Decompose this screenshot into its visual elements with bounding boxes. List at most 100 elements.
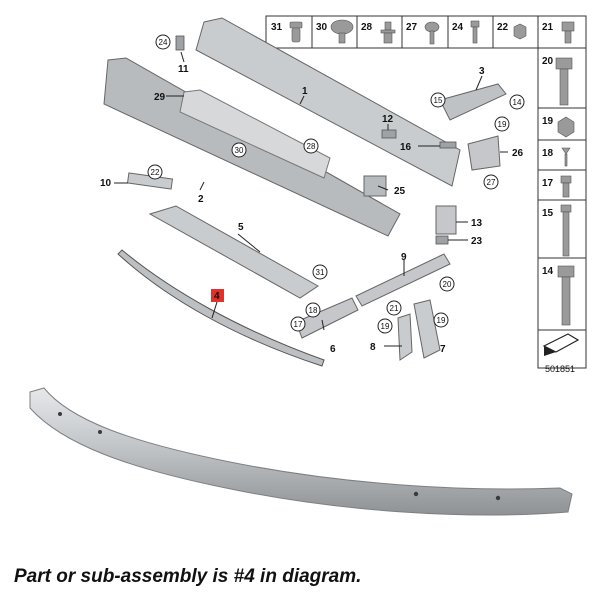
callout-26: 26: [512, 148, 524, 159]
diagram-number: 501851: [545, 364, 575, 374]
svg-text:27: 27: [487, 178, 496, 187]
bolt-21-icon: [561, 21, 575, 44]
circled-callout-27: 27: [483, 174, 499, 190]
svg-text:31: 31: [316, 268, 325, 277]
legend-label-30: 30: [316, 22, 328, 33]
callout-23: 23: [471, 236, 483, 247]
circled-callout-30: 30: [231, 142, 247, 158]
parts-diagram: 31 30 28 27 24 22 21 20 19 18 17 15 14: [100, 15, 587, 374]
svg-text:15: 15: [434, 96, 443, 105]
bolt-17-icon: [560, 175, 572, 198]
callout-10: 10: [100, 178, 112, 189]
callout-8: 8: [370, 342, 376, 353]
callout-11: 11: [178, 64, 189, 75]
legend-label-28: 28: [361, 22, 373, 33]
callout-29: 29: [154, 92, 166, 103]
callout-2: 2: [198, 194, 204, 205]
circled-callout-24: 24: [155, 34, 171, 50]
legend-label-19: 19: [542, 116, 554, 127]
part-9-rail: [355, 253, 451, 307]
callout-5: 5: [238, 222, 244, 233]
callout-9: 9: [401, 252, 407, 263]
circled-callout-22: 22: [147, 164, 163, 180]
circled-callout-19-a: 19: [494, 116, 510, 132]
bolt-20-icon: [555, 57, 573, 106]
part-11-clip: [175, 35, 185, 51]
nut-19-icon: [557, 116, 575, 138]
callout-7: 7: [440, 344, 446, 355]
rivet-30-icon: [330, 19, 354, 44]
circled-callout-15: 15: [430, 92, 446, 108]
svg-text:14: 14: [513, 98, 522, 107]
circled-callout-20: 20: [439, 276, 455, 292]
svg-text:18: 18: [309, 306, 318, 315]
callout-16: 16: [400, 142, 412, 153]
circled-callout-14: 14: [509, 94, 525, 110]
part-6-bracket: [295, 297, 359, 339]
legend-label-15: 15: [542, 208, 554, 219]
clip-31-icon: [289, 21, 303, 43]
callout-4-highlight: [211, 289, 224, 302]
svg-text:17: 17: [294, 320, 303, 329]
svg-text:30: 30: [235, 146, 244, 155]
part-2-absorber: [103, 57, 401, 237]
circled-callout-17: 17: [290, 316, 306, 332]
callout-3: 3: [479, 66, 485, 77]
svg-text:19: 19: [498, 120, 507, 129]
part-25-block: [363, 175, 387, 197]
svg-text:28: 28: [307, 142, 316, 151]
part-4-strip: [117, 249, 325, 367]
screw-24-icon: [470, 20, 480, 44]
direction-arrow-icon: [542, 333, 580, 356]
legend-label-22: 22: [497, 22, 509, 33]
callout-25: 25: [394, 186, 406, 197]
callout-12: 12: [382, 114, 394, 125]
part-5-rod: [148, 205, 319, 299]
svg-text:19: 19: [437, 316, 446, 325]
circled-callout-19-b: 19: [377, 318, 393, 334]
bolt-14-icon: [557, 265, 575, 326]
part-8-bracket: [397, 313, 413, 361]
callout-13: 13: [471, 218, 483, 229]
circled-callout-31: 31: [312, 264, 328, 280]
svg-text:19: 19: [381, 322, 390, 331]
mounting-holes: [58, 412, 501, 501]
part-7-bracket: [413, 299, 441, 359]
callout-4: 4: [214, 291, 220, 302]
part-29-cover: [179, 89, 331, 179]
bolt-15-icon: [560, 204, 572, 257]
callout-1: 1: [302, 86, 308, 97]
push-pin-28-icon: [380, 21, 396, 44]
legend-label-24: 24: [452, 22, 464, 33]
svg-text:20: 20: [443, 280, 452, 289]
part-4-photo-strip: [29, 387, 573, 516]
callout-6: 6: [330, 344, 336, 355]
svg-text:21: 21: [390, 304, 399, 313]
caption: Part or sub-assembly is #4 in diagram.: [14, 566, 362, 587]
circled-callout-21: 21: [386, 300, 402, 316]
part-13-bracket: [435, 205, 457, 235]
part-26-bracket: [467, 135, 501, 171]
part-photo: [29, 387, 573, 516]
pin-18-icon: [561, 147, 571, 167]
legend-label-20: 20: [542, 56, 554, 67]
circled-callout-28: 28: [303, 138, 319, 154]
part-1-bumper-beam: [195, 17, 461, 187]
circled-callout-18: 18: [305, 302, 321, 318]
part-23-clip: [435, 235, 449, 245]
svg-text:24: 24: [159, 38, 168, 47]
legend-label-14: 14: [542, 266, 554, 277]
part-3-bracket: [439, 83, 507, 121]
legend-label-18: 18: [542, 148, 554, 159]
nut-22-icon: [513, 23, 527, 40]
circled-callout-19-c: 19: [433, 312, 449, 328]
legend-label-21: 21: [542, 22, 554, 33]
part-16-clip: [439, 141, 457, 149]
legend-label-17: 17: [542, 178, 554, 189]
screw-27-icon: [424, 21, 440, 45]
fastener-legend: [265, 15, 587, 369]
svg-text:22: 22: [151, 168, 160, 177]
legend-label-31: 31: [271, 22, 283, 33]
legend-label-27: 27: [406, 22, 418, 33]
part-12-clip: [381, 129, 397, 139]
